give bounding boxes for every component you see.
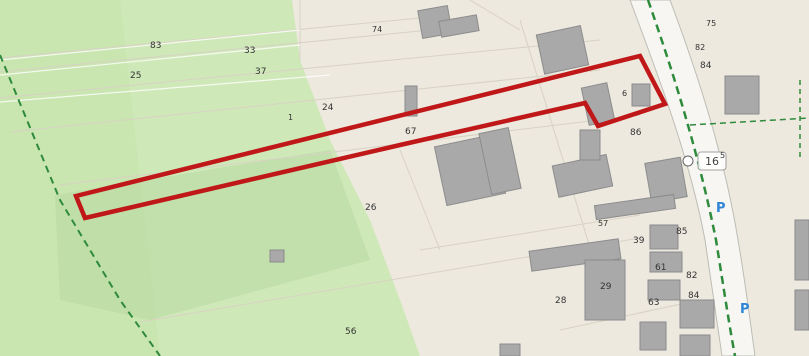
label-29: 29	[600, 282, 612, 292]
label-33: 33	[244, 46, 255, 56]
label-56: 56	[345, 327, 357, 337]
road-number-marker: 16	[682, 151, 727, 171]
label-57: 57	[598, 219, 608, 228]
label-63: 63	[648, 298, 659, 308]
green-area-field	[55, 150, 370, 320]
label-82b: 82	[686, 271, 697, 281]
label-5: 5	[720, 151, 725, 160]
buildings	[269, 5, 809, 356]
parcel-labels: 83 33 25 37 24 67 74 26 6 86 75 82 84 57…	[130, 19, 725, 337]
label-24: 24	[322, 103, 334, 113]
label-85: 85	[676, 227, 687, 237]
label-84: 84	[700, 61, 712, 71]
highlighted-parcel[interactable]	[72, 53, 669, 221]
label-39: 39	[633, 236, 645, 246]
label-6: 6	[622, 89, 627, 98]
label-84b: 84	[688, 291, 700, 301]
parking-icon[interactable]: P	[716, 201, 726, 216]
parking-icon-south[interactable]: P	[740, 302, 750, 317]
label-86: 86	[630, 128, 642, 138]
label-37: 37	[255, 67, 266, 77]
label-28: 28	[555, 296, 567, 306]
field-lines	[0, 29, 331, 103]
footpath-west	[0, 54, 161, 356]
label-75: 75	[706, 19, 716, 28]
label-74: 74	[372, 25, 382, 34]
label-61: 61	[655, 263, 666, 273]
road-bike-path	[646, 0, 737, 356]
label-1: 1	[288, 113, 293, 122]
label-67: 67	[405, 127, 416, 137]
label-82: 82	[695, 43, 705, 52]
label-25: 25	[130, 71, 141, 81]
label-83: 83	[150, 41, 161, 51]
label-26: 26	[365, 203, 377, 213]
road-number-label: 16	[705, 155, 719, 168]
main-road	[629, 0, 756, 356]
